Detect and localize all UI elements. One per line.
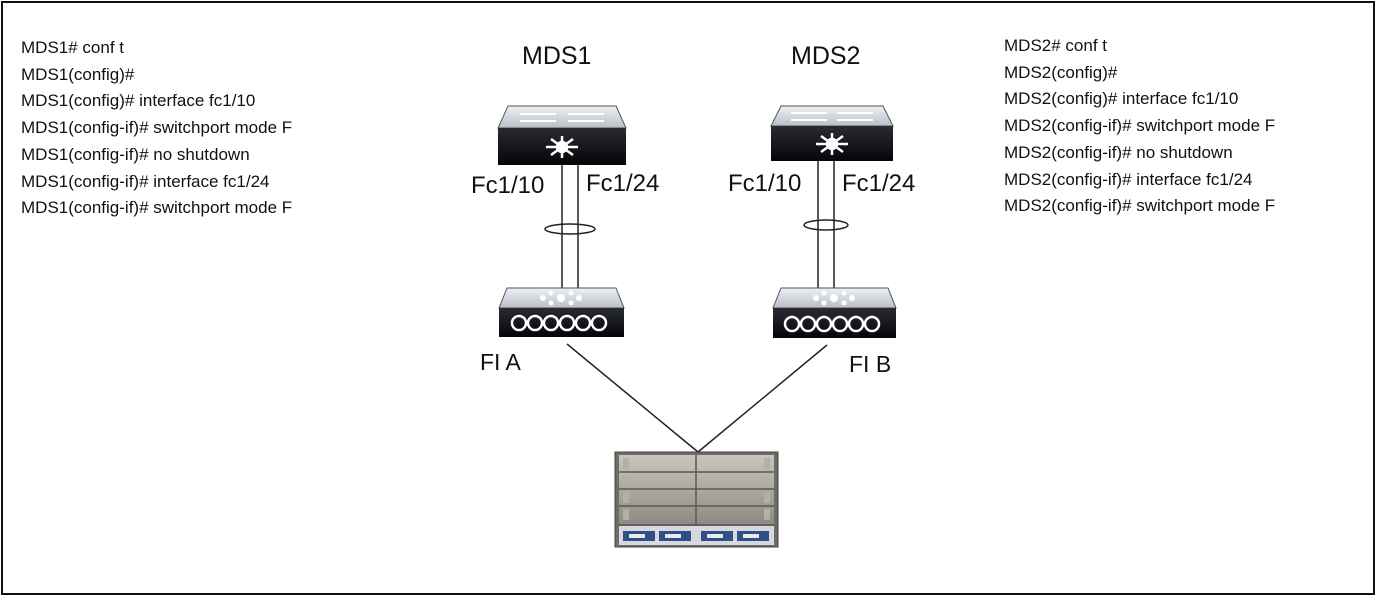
mds1-port-fc1-10: Fc1/10 (471, 172, 545, 199)
mds2-title: MDS2 (791, 42, 861, 70)
config-line: MDS2(config)# interface fc1/10 (1004, 89, 1239, 109)
mds1-port-fc1-24: Fc1/24 (586, 170, 660, 197)
mds2-port-fc1-24: Fc1/24 (842, 170, 916, 197)
fi-a-label: FI A (480, 349, 521, 375)
config-line: MDS2(config-if)# switchport mode F (1004, 196, 1276, 216)
config-block-mds2: MDS2# conf t MDS2(config)# MDS2(config)#… (1004, 33, 1275, 220)
config-line: MDS2(config-if)# no shutdown (1004, 142, 1233, 162)
config-line: MDS1# conf t (21, 38, 124, 57)
config-line: MDS1(config-if)# interface fc1/24 (21, 171, 270, 191)
mds-switch-icon (497, 105, 627, 165)
config-line: MDS2(config-if)# switchport mode F (1004, 116, 1276, 136)
config-block-mds1: MDS1# conf t MDS1(config)# MDS1(config)#… (21, 35, 292, 222)
config-line: MDS1(config)# interface fc1/10 (21, 91, 256, 111)
link-mds2-fib (803, 160, 849, 292)
config-line: MDS2(config-if)# interface fc1/24 (1004, 169, 1253, 189)
config-line: MDS1(config-if)# switchport mode F (21, 198, 293, 218)
fi-b-label: FI B (849, 351, 892, 377)
fabric-interconnect-icon (498, 287, 625, 337)
link-fi-chassis (566, 343, 828, 453)
mds1-title: MDS1 (522, 42, 592, 70)
mds-switch-icon (770, 105, 894, 161)
config-line: MDS2# conf t (1004, 36, 1107, 55)
config-line: MDS2(config)# (1004, 62, 1118, 82)
config-line: MDS1(config-if)# switchport mode F (21, 118, 293, 138)
fabric-interconnect-icon (772, 287, 897, 338)
blade-chassis-icon (614, 451, 779, 548)
mds2-port-fc1-10: Fc1/10 (728, 170, 802, 197)
link-mds1-fia (544, 165, 596, 292)
config-line: MDS1(config)# (21, 64, 135, 84)
config-line: MDS1(config-if)# no shutdown (21, 144, 250, 164)
